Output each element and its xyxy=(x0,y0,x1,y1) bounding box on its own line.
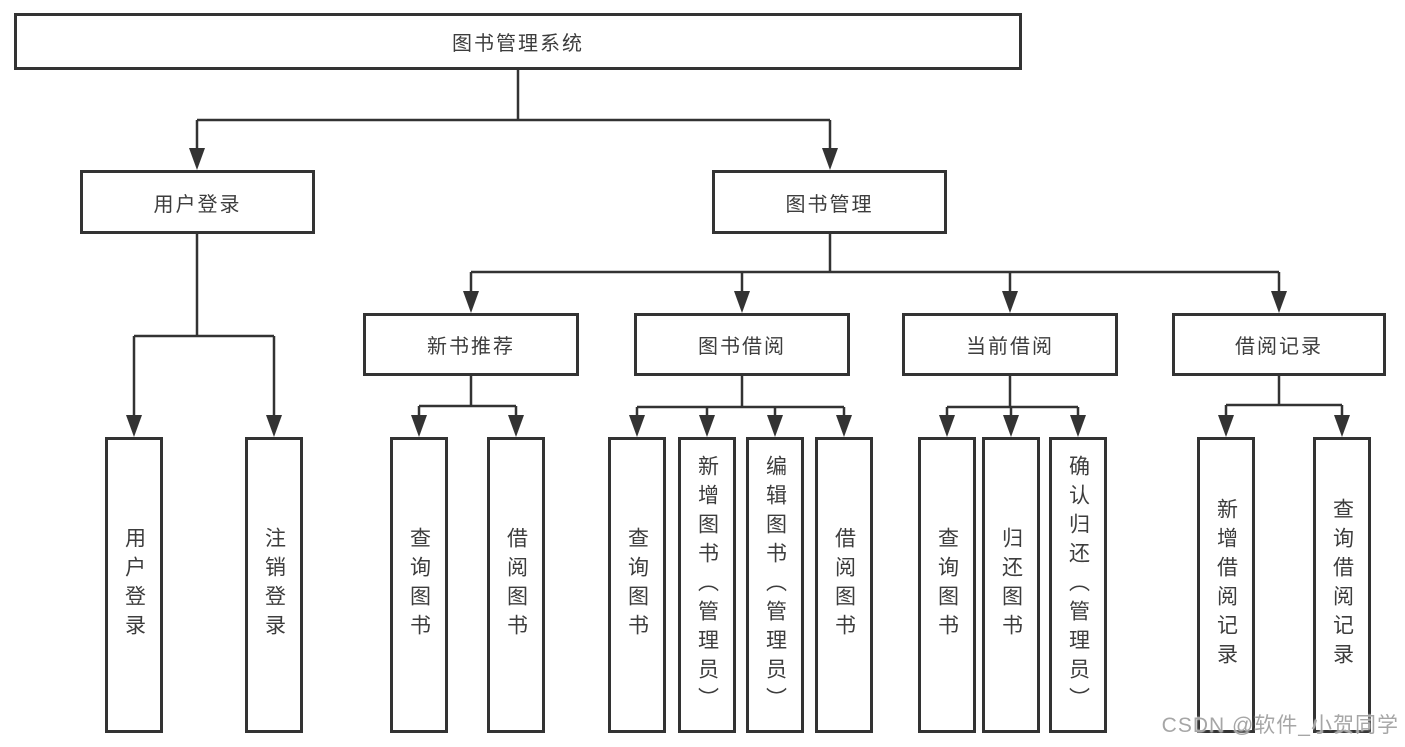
leaf-label: 编辑图书（管理员） xyxy=(763,454,787,716)
node-label: 用户登录 xyxy=(153,193,242,216)
leaf-borrow-books-recommend: 借阅图书 xyxy=(487,437,545,733)
leaf-label: 注销登录 xyxy=(262,527,286,643)
node-current-borrowing: 当前借阅 xyxy=(902,313,1118,376)
node-root-label: 图书管理系统 xyxy=(452,33,584,55)
leaf-label: 借阅图书 xyxy=(832,527,856,643)
leaf-add-book-admin: 新增图书（管理员） xyxy=(678,437,736,733)
leaf-logout: 注销登录 xyxy=(245,437,303,733)
leaf-label: 查询图书 xyxy=(935,527,959,643)
leaf-label: 查询图书 xyxy=(407,527,431,643)
node-label: 图书管理 xyxy=(785,193,874,216)
leaf-label: 确认归还（管理员） xyxy=(1066,454,1090,716)
leaf-label: 查询图书 xyxy=(625,527,649,643)
leaf-query-borrow-record: 查询借阅记录 xyxy=(1313,437,1371,733)
leaf-query-books-borrowing: 查询图书 xyxy=(608,437,666,733)
node-new-book-recommendation: 新书推荐 xyxy=(363,313,579,376)
leaf-user-login: 用户登录 xyxy=(105,437,163,733)
leaf-query-books-recommend: 查询图书 xyxy=(390,437,448,733)
leaf-confirm-return-admin: 确认归还（管理员） xyxy=(1049,437,1107,733)
node-book-management: 图书管理 xyxy=(712,170,947,234)
leaf-label: 新增借阅记录 xyxy=(1214,498,1238,672)
node-borrowing-records: 借阅记录 xyxy=(1172,313,1386,376)
leaf-label: 新增图书（管理员） xyxy=(695,454,719,716)
leaf-query-books-current: 查询图书 xyxy=(918,437,976,733)
node-label: 当前借阅 xyxy=(966,336,1054,358)
leaf-add-borrow-record: 新增借阅记录 xyxy=(1197,437,1255,733)
node-label: 图书借阅 xyxy=(698,336,786,358)
leaf-label: 借阅图书 xyxy=(504,527,528,643)
leaf-borrow-books-borrowing: 借阅图书 xyxy=(815,437,873,733)
leaf-label: 用户登录 xyxy=(122,527,146,643)
leaf-label: 归还图书 xyxy=(999,527,1023,643)
node-label: 新书推荐 xyxy=(427,336,515,358)
leaf-label: 查询借阅记录 xyxy=(1330,498,1354,672)
leaf-return-books: 归还图书 xyxy=(982,437,1040,733)
node-root: 图书管理系统 xyxy=(14,13,1022,70)
node-label: 借阅记录 xyxy=(1235,336,1323,358)
node-user-login: 用户登录 xyxy=(80,170,315,234)
leaf-edit-book-admin: 编辑图书（管理员） xyxy=(746,437,804,733)
node-book-borrowing: 图书借阅 xyxy=(634,313,850,376)
